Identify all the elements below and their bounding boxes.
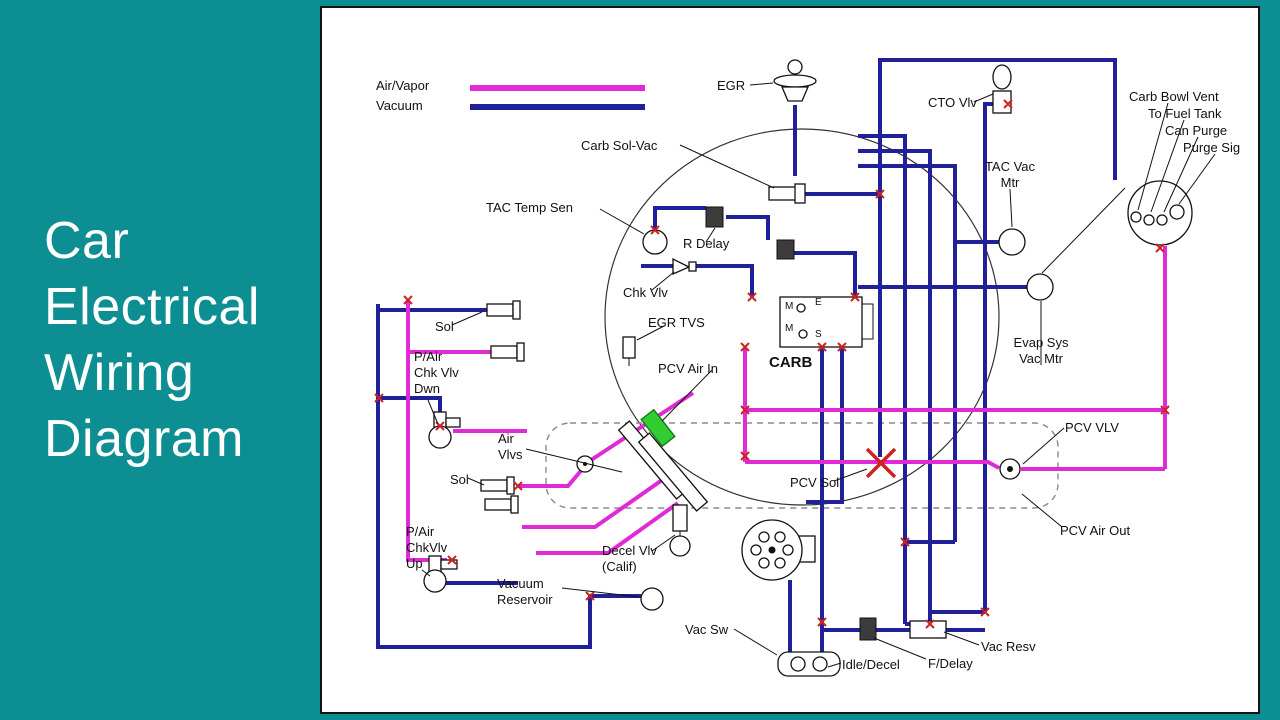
pcv-sol-x-mark xyxy=(865,447,897,479)
title-panel: Car Electrical Wiring Diagram xyxy=(0,0,322,720)
carb-box xyxy=(779,296,874,348)
wiring-diagram-svg xyxy=(374,58,1216,677)
f-delay-component xyxy=(859,617,877,641)
page-title: Car Electrical Wiring Diagram xyxy=(44,208,260,472)
junction-marks xyxy=(374,99,1170,629)
distributor-component xyxy=(741,519,816,581)
egr-tvs-component xyxy=(622,336,636,366)
decel-valve-component xyxy=(669,504,691,557)
sol-component-upper xyxy=(486,300,525,362)
carb-bowl-vent-assembly xyxy=(1127,180,1193,246)
pcv-valve-component xyxy=(999,458,1021,480)
title-line-1: Car xyxy=(44,212,130,270)
r-delay-component xyxy=(705,206,724,228)
evap-sys-vac-motor xyxy=(1026,273,1054,301)
delay-component-2 xyxy=(776,239,795,260)
vac-resv-component xyxy=(909,620,947,639)
pcv-air-in-valve xyxy=(640,408,676,448)
cto-valve xyxy=(992,64,1012,114)
air-valve-cylinders xyxy=(617,420,709,512)
engine-outline-circle xyxy=(604,128,1000,506)
tac-vac-motor xyxy=(998,228,1026,256)
check-valve-component xyxy=(672,257,697,275)
title-line-3: Wiring xyxy=(44,344,195,402)
title-line-4: Diagram xyxy=(44,410,244,468)
sol-component-lower xyxy=(480,476,519,514)
pointer-lines xyxy=(421,82,1216,668)
title-line-2: Electrical xyxy=(44,278,260,336)
pcv-inlet-port xyxy=(576,455,594,473)
vac-switch-block xyxy=(777,651,841,677)
carb-sol-vac-component xyxy=(768,183,806,204)
tac-temp-sensor xyxy=(642,229,668,255)
pcv-dashed-region xyxy=(545,422,1059,509)
components xyxy=(423,59,1193,677)
vacuum-reservoir-component xyxy=(640,587,664,611)
egr-valve xyxy=(773,59,817,102)
